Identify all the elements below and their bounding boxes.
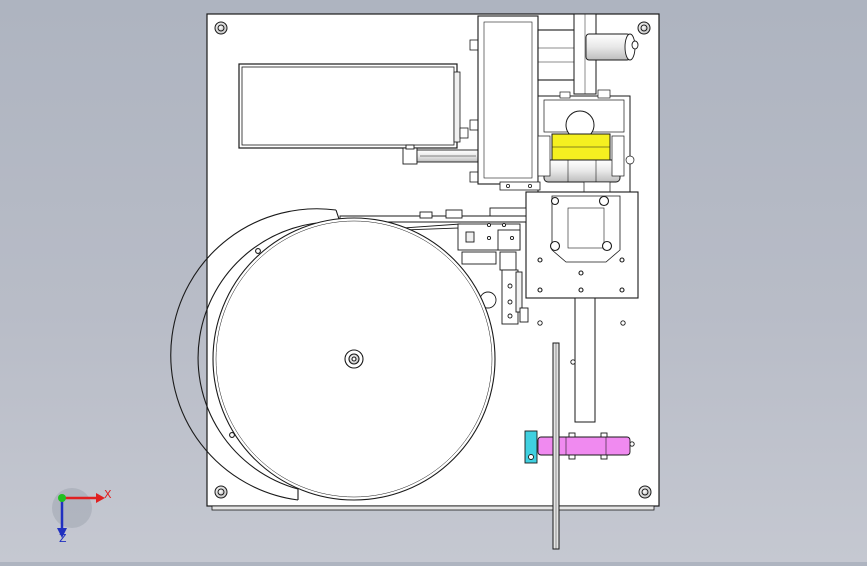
upper-housing: [477, 15, 585, 185]
cutting-disc: [552, 342, 560, 550]
tape-reel: [212, 217, 496, 501]
display-box: [238, 63, 461, 149]
plate-holes: [537, 320, 635, 447]
output-shaft: [524, 430, 631, 464]
cutter-block: [525, 191, 639, 299]
axis-triad: X Z: [52, 488, 112, 545]
corner-bolts: [214, 21, 652, 499]
pneumatic-cylinder-left: [402, 144, 480, 165]
reel-guard: [170, 208, 341, 501]
mounting-strip: [499, 181, 541, 191]
base-plate-foot: [211, 505, 655, 511]
x-axis-label: X: [104, 488, 112, 501]
z-axis-label: Z: [59, 532, 67, 545]
pneumatic-cylinder-top: [585, 33, 639, 61]
lower-guide-rail: [574, 297, 596, 423]
roller-assembly: [537, 89, 635, 193]
